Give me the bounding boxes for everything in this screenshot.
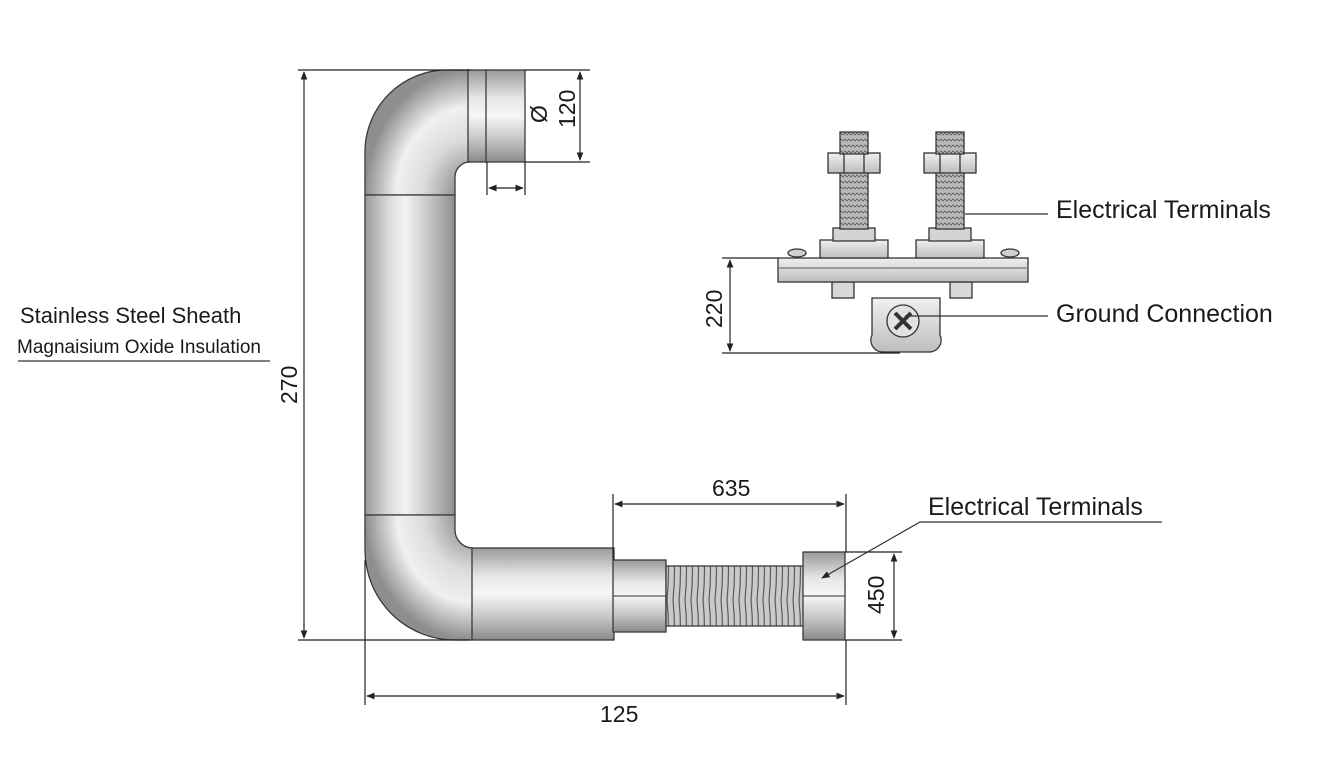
label-insulation: Magnaisium Oxide Insulation (17, 337, 261, 358)
top-bend (364, 69, 471, 196)
dim-overall-height: 270 (276, 366, 302, 404)
dim-diameter-symbol: Ø (526, 105, 552, 123)
terminal-nut-left (827, 152, 881, 174)
label-electrical-terminals-bottom: Electrical Terminals (928, 493, 1143, 521)
top-outlet-collar (467, 69, 489, 163)
horizontal-sheath (471, 547, 615, 641)
bellows-element (665, 565, 805, 627)
dim-outlet-diameter: 120 (554, 90, 580, 128)
dim-bellows-length: 635 (712, 475, 750, 501)
base-plate (777, 257, 1029, 283)
vertical-sheath (364, 194, 456, 516)
label-electrical-terminals-top: Electrical Terminals (1056, 196, 1271, 224)
terminal-stud-left (839, 171, 869, 230)
label-stainless-sheath: Stainless Steel Sheath (20, 303, 241, 328)
dim-overall-width: 125 (600, 701, 638, 727)
terminal-block (777, 131, 1029, 353)
label-ground-connection: Ground Connection (1056, 300, 1273, 328)
heater-pipe (364, 69, 846, 641)
leader-lines (18, 213, 1162, 579)
top-outlet-socket (485, 69, 526, 163)
dim-bracket-height: 220 (701, 290, 727, 328)
terminal-nut-right (923, 152, 977, 174)
dim-end-fitting-height: 450 (863, 576, 889, 614)
bottom-bend (364, 514, 474, 641)
dimension-lines (298, 69, 902, 705)
terminal-stud-right (935, 171, 965, 230)
